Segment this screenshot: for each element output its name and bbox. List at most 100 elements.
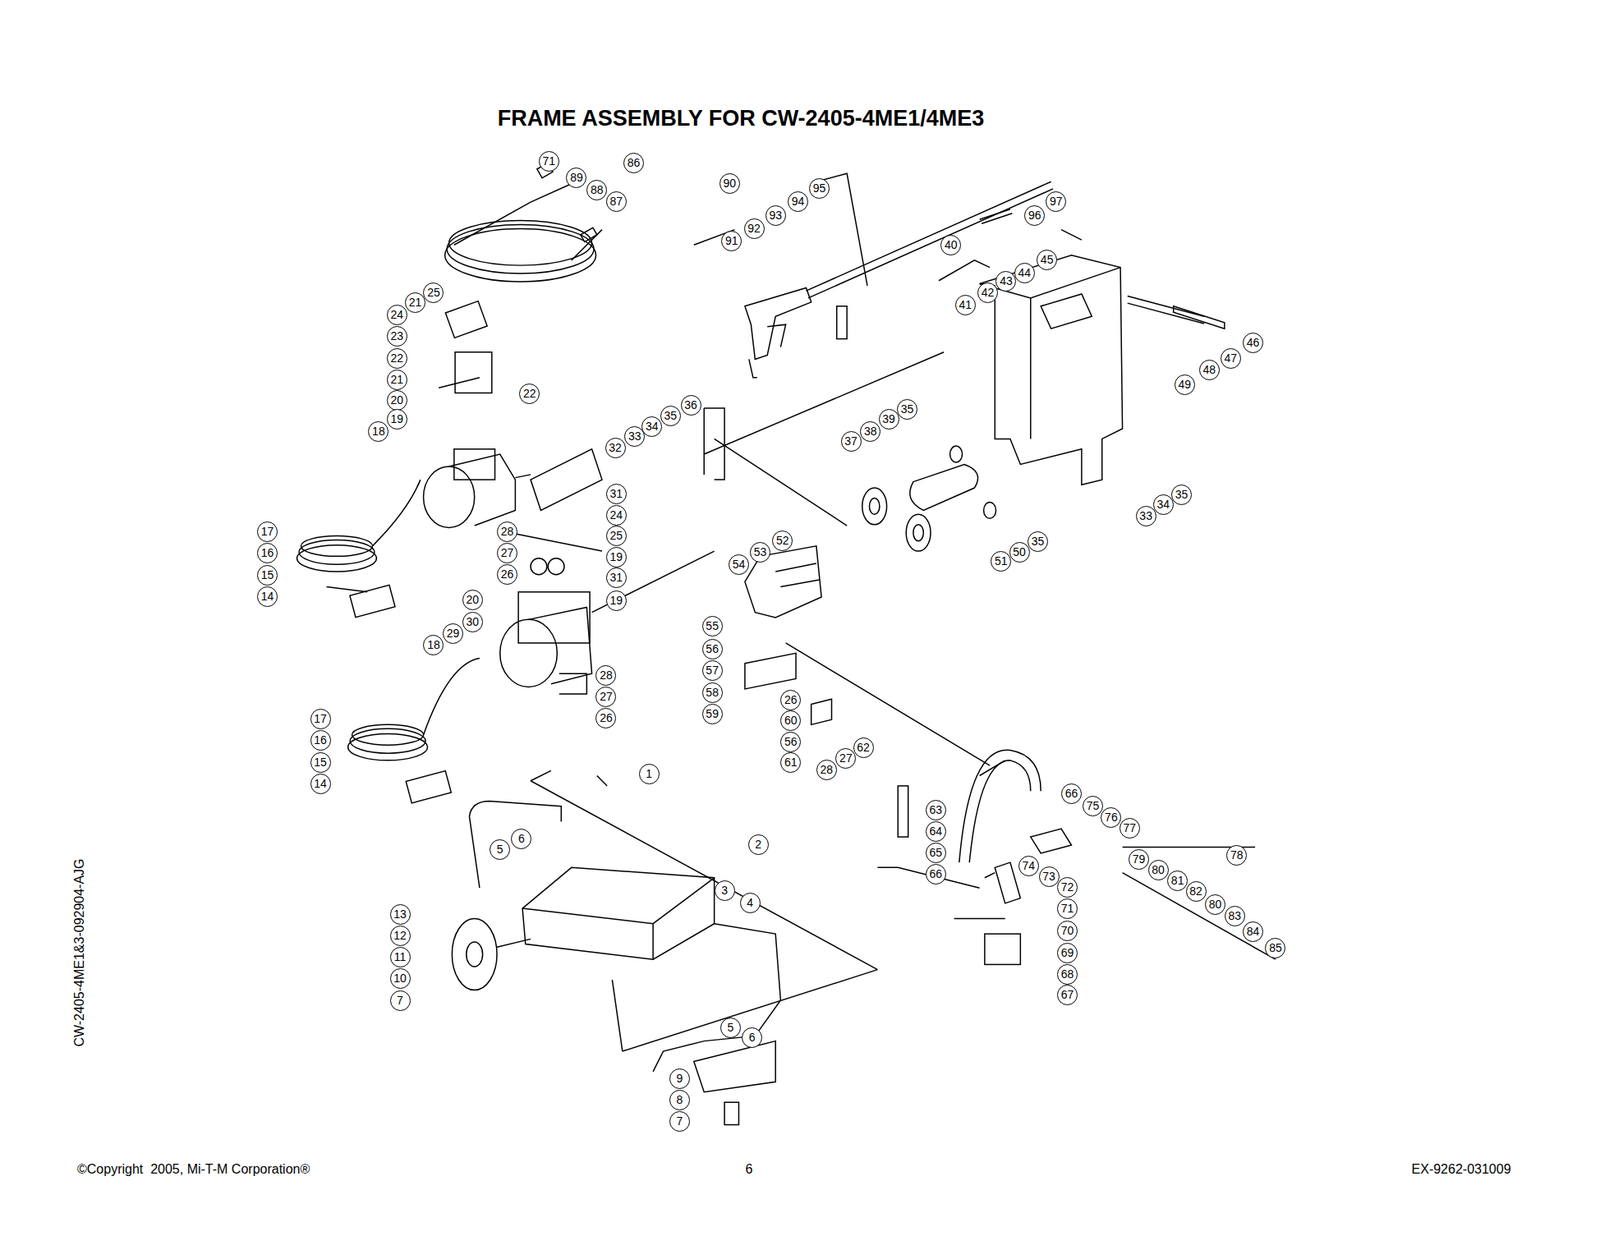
frame-drawing xyxy=(451,770,878,1125)
callout-number: 25 xyxy=(606,525,627,547)
callout-number: 40 xyxy=(940,234,961,256)
callout-number: 80 xyxy=(1148,859,1169,881)
callout-number: 77 xyxy=(1119,818,1141,839)
gun-drawing xyxy=(694,173,1053,378)
callout-number: 71 xyxy=(538,151,560,172)
callout-number: 92 xyxy=(744,218,765,240)
callout-number: 94 xyxy=(787,191,809,212)
callout-number: 49 xyxy=(1174,374,1196,396)
callout-number: 63 xyxy=(925,800,947,821)
callout-number: 31 xyxy=(606,567,627,589)
callout-number: 73 xyxy=(1039,866,1060,888)
callout-number: 24 xyxy=(606,505,627,526)
callout-number: 30 xyxy=(462,611,483,633)
callout-number: 29 xyxy=(442,623,464,644)
callout-number: 75 xyxy=(1082,795,1104,817)
callout-number: 36 xyxy=(680,395,702,416)
callout-number: 11 xyxy=(390,947,411,968)
callout-number: 87 xyxy=(606,191,627,212)
callout-number: 35 xyxy=(1171,484,1192,506)
drawing-number: CW-2405-4ME1&3-092904-AJG xyxy=(72,858,88,1047)
callout-number: 33 xyxy=(1135,505,1157,527)
callout-number: 41 xyxy=(955,294,976,316)
callout-number: 22 xyxy=(519,383,540,405)
callout-number: 1 xyxy=(639,763,660,785)
callout-number: 23 xyxy=(386,326,408,347)
callout-number: 60 xyxy=(780,710,801,732)
bracket-drawing xyxy=(703,408,725,480)
callout-number: 76 xyxy=(1100,807,1122,828)
callout-number: 16 xyxy=(310,730,332,751)
cover-drawing xyxy=(938,229,1225,486)
callout-number: 6 xyxy=(510,828,532,850)
callout-number: 10 xyxy=(390,968,411,989)
callout-number: 3 xyxy=(714,880,736,902)
callout-number: 42 xyxy=(977,282,998,304)
callout-number: 55 xyxy=(702,616,723,637)
callout-number: 35 xyxy=(1027,531,1049,552)
callout-number: 89 xyxy=(565,167,587,189)
callout-number: 12 xyxy=(390,925,411,947)
callout-number: 45 xyxy=(1036,249,1058,271)
callout-number: 84 xyxy=(1242,921,1264,943)
callout-number: 96 xyxy=(1024,205,1045,226)
plumbing-drawing xyxy=(877,749,1276,965)
motor-drawing xyxy=(297,301,603,618)
callout-number: 97 xyxy=(1045,191,1067,212)
callout-number: 47 xyxy=(1220,348,1242,369)
hose-drawing xyxy=(445,162,603,282)
callout-number: 28 xyxy=(496,521,518,543)
callout-number: 95 xyxy=(809,178,830,199)
callout-number: 27 xyxy=(496,542,518,564)
callout-number: 74 xyxy=(1018,855,1040,877)
callout-number: 19 xyxy=(386,409,408,430)
callout-number: 44 xyxy=(1014,262,1035,284)
callout-number: 86 xyxy=(623,152,644,174)
callout-number: 57 xyxy=(702,660,723,681)
diagram-title: FRAME ASSEMBLY FOR CW-2405-4ME1/4ME3 xyxy=(497,105,985,132)
callout-number: 79 xyxy=(1128,849,1150,870)
callout-number: 56 xyxy=(780,731,801,753)
callout-number: 38 xyxy=(859,421,881,442)
callout-number: 81 xyxy=(1167,870,1188,892)
callout-number: 67 xyxy=(1057,984,1078,1006)
callout-number: 2 xyxy=(748,834,769,856)
callout-number: 93 xyxy=(765,205,787,226)
callout-number: 68 xyxy=(1057,964,1078,985)
callout-number: 78 xyxy=(1226,845,1247,866)
callout-number: 28 xyxy=(595,665,617,686)
callout-number: 22 xyxy=(386,348,408,369)
callout-number: 33 xyxy=(624,426,645,447)
callout-number: 21 xyxy=(404,292,426,313)
callout-number: 31 xyxy=(606,483,627,505)
callout-number: 26 xyxy=(496,564,518,585)
pulley-drawing xyxy=(703,352,996,552)
callout-number: 34 xyxy=(1153,494,1174,515)
callout-number: 37 xyxy=(841,431,862,452)
callout-number: 27 xyxy=(835,748,856,769)
callout-number: 18 xyxy=(422,634,444,656)
callout-number: 15 xyxy=(257,565,278,586)
callout-number: 34 xyxy=(641,416,663,437)
callout-number: 25 xyxy=(422,282,444,304)
callout-number: 5 xyxy=(720,1017,741,1039)
callout-number: 26 xyxy=(595,708,617,729)
callout-number: 65 xyxy=(925,842,947,864)
callout-number: 59 xyxy=(702,703,723,725)
callout-number: 85 xyxy=(1264,937,1286,959)
callout-number: 80 xyxy=(1204,894,1226,915)
callout-number: 24 xyxy=(386,304,408,326)
callout-number: 18 xyxy=(367,421,389,442)
callout-number: 6 xyxy=(741,1027,763,1049)
callout-number: 91 xyxy=(721,230,742,252)
callout-number: 62 xyxy=(853,737,874,759)
callout-number: 14 xyxy=(257,586,278,607)
callout-number: 28 xyxy=(816,759,837,781)
callout-number: 52 xyxy=(772,530,793,552)
callout-number: 35 xyxy=(660,405,681,427)
callout-number: 20 xyxy=(386,390,408,411)
callout-number: 7 xyxy=(390,990,411,1012)
callout-number: 39 xyxy=(878,409,900,430)
callout-number: 17 xyxy=(310,708,332,730)
footer-text: ©Copyright 2005, Mi-T-M Corporation® xyxy=(77,1162,310,1178)
